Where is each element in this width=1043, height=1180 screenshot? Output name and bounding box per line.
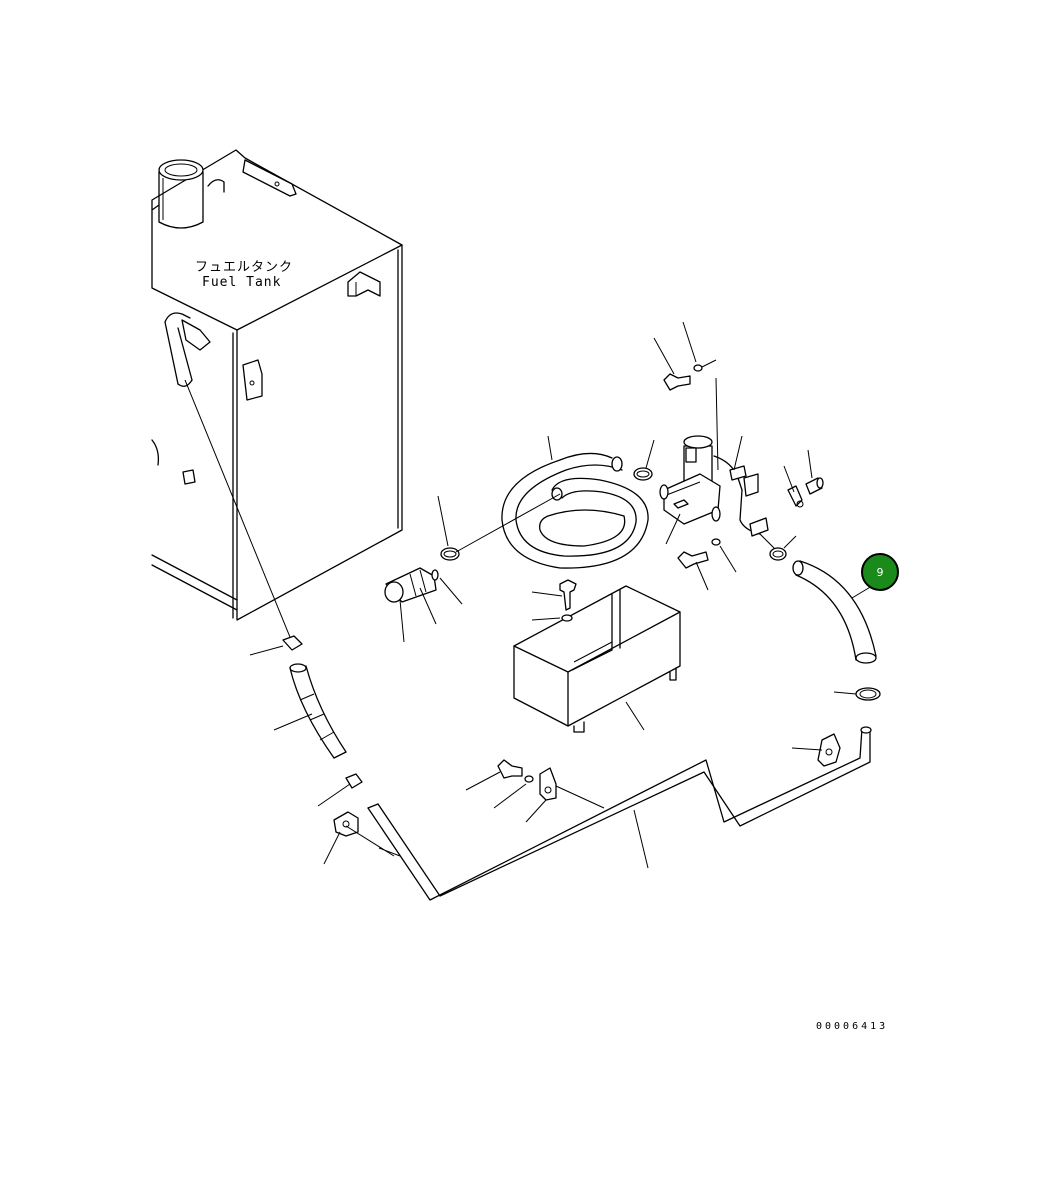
tank-breather-hose <box>164 312 211 387</box>
hose-clamp-lower-right <box>855 687 881 701</box>
pump-bolt-bottom <box>677 551 709 569</box>
tank-label-japanese: フュエルタンク <box>195 260 293 275</box>
callout-9-circle <box>861 553 899 591</box>
tank-top-bracket <box>242 159 297 197</box>
hose-clamp-upper <box>633 467 653 481</box>
curved-hose <box>792 560 877 664</box>
inline-filter <box>384 567 439 603</box>
hose-clamp-left <box>440 547 460 561</box>
pump-washer-bottom <box>711 538 721 546</box>
pipe-clamp-left <box>333 811 359 837</box>
callout-9-number: 9 <box>877 566 884 579</box>
harness-connector <box>749 517 769 537</box>
tank-label-english: Fuel Tank <box>202 275 281 290</box>
fuel-pipe <box>367 726 872 901</box>
drain-hose <box>282 635 347 759</box>
mid-clamp <box>539 767 557 801</box>
pump-washer-top <box>693 364 703 372</box>
fuel-tank <box>151 149 403 621</box>
coiled-hose <box>501 452 649 569</box>
pump-bolt-top <box>663 373 691 391</box>
adapter-fitting <box>345 773 363 789</box>
hose-clamp-right <box>769 547 787 561</box>
callout-9[interactable]: 9 <box>861 553 899 591</box>
mid-bolt <box>497 759 523 779</box>
bracket-bolt <box>559 579 577 611</box>
sleeve <box>805 477 824 495</box>
terminal-tab <box>787 485 804 508</box>
drawing-number: 00006413 <box>816 1021 888 1032</box>
tank-side-clip <box>347 271 381 297</box>
fuel-pump <box>659 435 761 535</box>
bracket-washer <box>561 614 573 622</box>
pipe-clamp-right <box>817 733 841 767</box>
pump-bracket <box>513 585 681 733</box>
mid-washer <box>524 775 534 783</box>
filler-neck <box>151 159 225 229</box>
tank-label: フュエルタンク Fuel Tank <box>195 260 293 290</box>
tank-face-fittings <box>151 359 263 485</box>
